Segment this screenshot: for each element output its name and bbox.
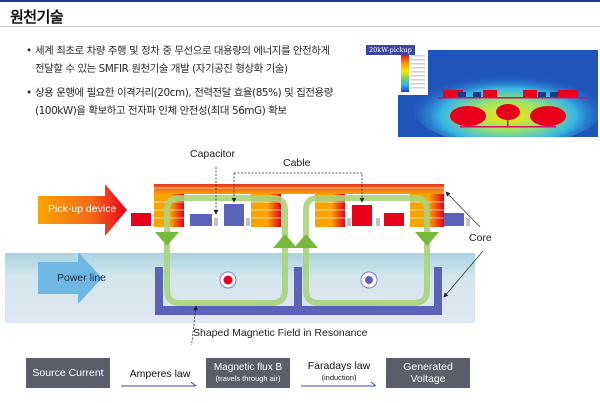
power-line-label: Power line [57, 272, 107, 284]
bullet-item: 상용 운행에 필요한 이격거리(20cm), 전력전달 효율(85%) 및 집전… [26, 84, 376, 120]
bullet-text-line: 전달할 수 있는 SMFIR 원천기술 개발 (자기공진 형상화 기술) [35, 63, 288, 75]
smfir-diagram: Pick-up device Power line Capacitor Cabl… [0, 140, 600, 351]
cable-callout-right [234, 172, 365, 203]
generated-voltage-text: Generated [403, 361, 453, 373]
source-current-box: Source Current [26, 358, 110, 388]
faradays-law-label: Faradays law (induction) [301, 361, 377, 383]
coil-blue-block [190, 214, 212, 226]
magnetic-flux-text: Magnetic flux B [213, 362, 283, 373]
bullet-text-line: (100kW)을 확보하고 전자파 인체 안전성(최대 56mG) 확보 [35, 105, 287, 117]
field-callout [190, 305, 198, 351]
bullet-text-line: 상용 운행에 필요한 이격거리(20cm), 전력전달 효율(85%) 및 집전… [35, 87, 333, 99]
capacitor-label: Capacitor [190, 148, 235, 160]
amperes-law-label: Amperes law [122, 368, 198, 380]
header-top-rule [0, 0, 600, 2]
faradays-law-text: Faradays law [307, 360, 371, 372]
core-callout-bottom [443, 250, 484, 298]
magnetic-field-loops [164, 195, 430, 306]
coil-red-block [131, 213, 151, 226]
cable-label: Cable [283, 157, 311, 169]
pickup-device-label: Pick-up device [48, 203, 117, 215]
field-arrows [155, 232, 439, 248]
bullet-text-line: 세계 최초로 차량 주행 및 정차 중 무선으로 대용량의 에너지를 안전하게 [35, 45, 330, 57]
header-divider [0, 26, 600, 27]
pickup-core-bar [154, 184, 444, 194]
bullet-list: 세계 최초로 차량 주행 및 정차 중 무선으로 대용량의 에너지를 안전하게 … [26, 42, 376, 126]
capacitor-symbols [214, 218, 470, 226]
pickup-arrow [38, 184, 127, 236]
bullet-item: 세계 최초로 차량 주행 및 정차 중 무선으로 대용량의 에너지를 안전하게 … [26, 42, 376, 78]
magnetic-field-label: Shaped Magnetic Field in Resonance [193, 327, 368, 339]
coil-blue-block [224, 204, 244, 226]
generated-voltage-box: Generated Voltage [386, 358, 470, 388]
page-title: 원천기술 [10, 8, 64, 26]
magnetic-flux-box: Magnetic flux B (travels through air) [206, 358, 290, 388]
current-in-symbol [360, 271, 378, 289]
coil-blue-block [444, 213, 464, 226]
source-current-text: Source Current [32, 367, 104, 379]
faradays-law-arrow [301, 381, 377, 387]
coil-red-block [352, 205, 372, 226]
power-line-arrow [38, 252, 102, 304]
core-callout-top [445, 191, 481, 228]
simulation-tag: 20kW-pickup [366, 45, 415, 55]
power-line-core [155, 267, 442, 315]
amperes-law-arrow [121, 381, 197, 387]
coil-red-block [384, 213, 404, 226]
core-label: Core [469, 232, 492, 244]
field-simulation-image [398, 50, 598, 137]
magnetic-flux-subtext: (travels through air) [215, 374, 281, 383]
current-out-symbol [219, 271, 237, 289]
amperes-law-text: Amperes law [129, 368, 191, 380]
heatmap-graphic [398, 50, 598, 137]
diagram-graphic [5, 167, 484, 351]
faradays-law-subtext: (induction) [321, 373, 357, 382]
generated-voltage-text-2: Voltage [410, 373, 446, 385]
